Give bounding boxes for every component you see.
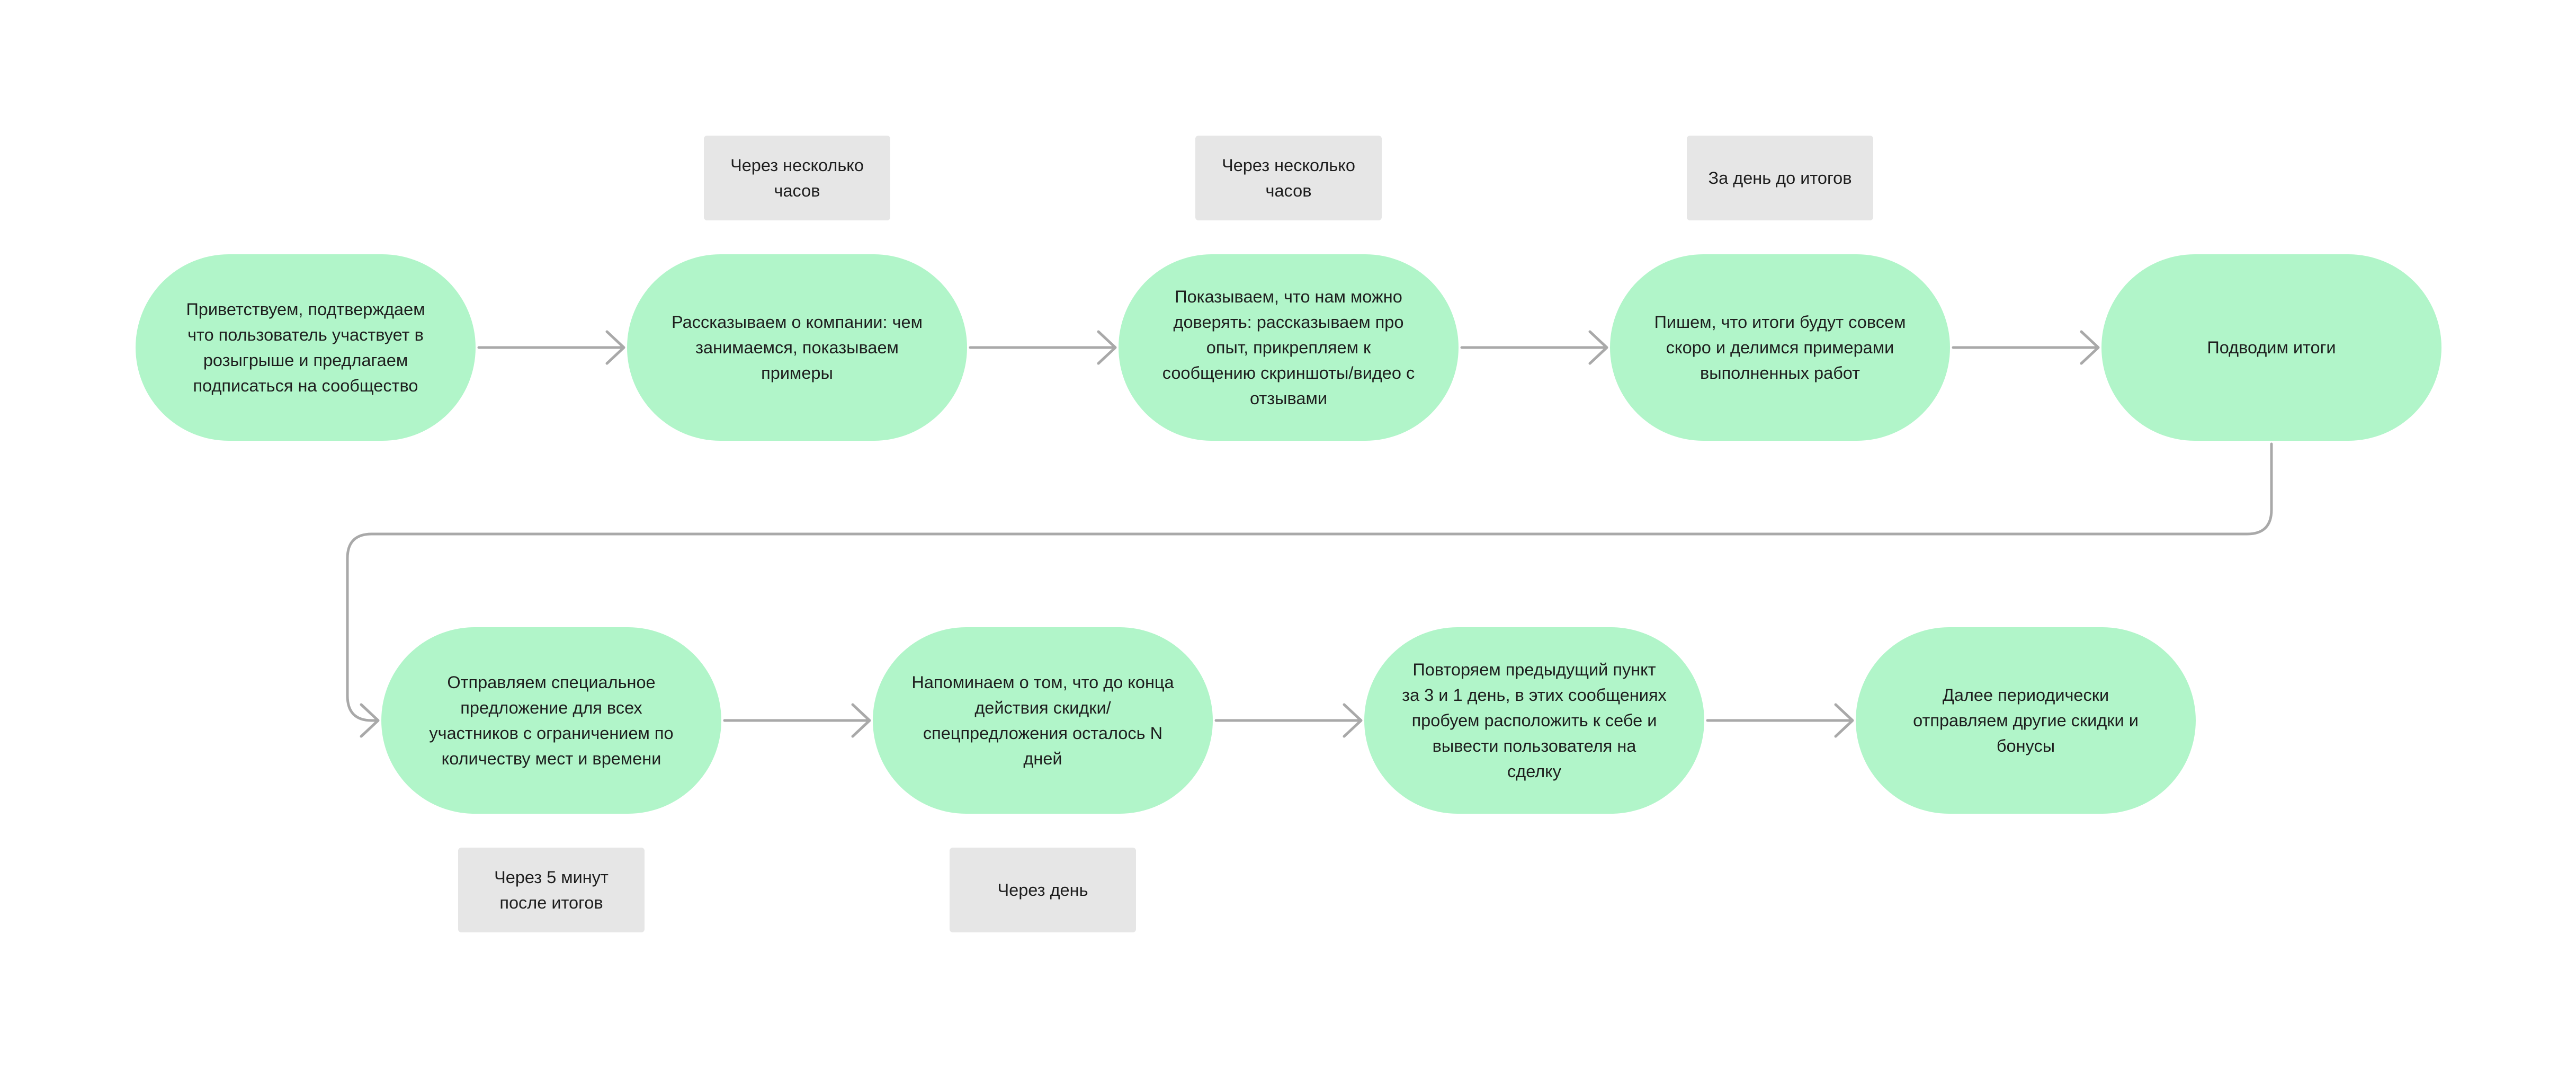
step-text-1: Приветствуем, подтверждаем что пользоват…: [186, 300, 425, 395]
timing-text-3: За день до итогов: [1708, 168, 1852, 188]
timing-text-1: Через несколько часов: [730, 156, 864, 200]
step-node-5-results: Подводим итоги: [2101, 254, 2441, 441]
timing-text-5: Через день: [997, 880, 1088, 900]
step-text-6: Отправляем специальное предложение для в…: [429, 673, 674, 768]
arrow-step4-to-step5: [1952, 330, 2100, 365]
arrow-step2-to-step3: [969, 330, 1117, 365]
step-node-2-about-company: Рассказываем о компании: чем занимаемся,…: [627, 254, 967, 441]
arrow-step8-to-step9: [1706, 703, 1854, 738]
step-node-8-repeat: Повторяем предыдущий пункт за 3 и 1 день…: [1364, 627, 1704, 814]
step-text-5: Подводим итоги: [2207, 338, 2336, 357]
arrow-step6-to-step7: [723, 703, 871, 738]
timing-label-4: Через 5 минут после итогов: [458, 848, 645, 932]
step-text-9: Далее периодически отправляем другие ски…: [1913, 686, 2139, 755]
arrow-step5-to-step6: [346, 442, 2273, 738]
step-node-4-results-soon: Пишем, что итоги будут совсем скоро и де…: [1610, 254, 1950, 441]
timing-label-2: Через несколько часов: [1195, 136, 1382, 220]
arrow-step3-to-step4: [1460, 330, 1608, 365]
step-node-1-greeting: Приветствуем, подтверждаем что пользоват…: [136, 254, 476, 441]
step-text-2: Рассказываем о компании: чем занимаемся,…: [672, 313, 923, 382]
timing-text-4: Через 5 минут после итогов: [494, 868, 609, 912]
step-text-4: Пишем, что итоги будут совсем скоро и де…: [1654, 313, 1906, 382]
arrow-step1-to-step2: [477, 330, 625, 365]
timing-label-5: Через день: [950, 848, 1136, 932]
step-text-3: Показываем, что нам можно доверять: расс…: [1162, 287, 1415, 408]
step-text-8: Повторяем предыдущий пункт за 3 и 1 день…: [1402, 660, 1667, 781]
timing-label-1: Через несколько часов: [704, 136, 890, 220]
step-node-3-trust: Показываем, что нам можно доверять: расс…: [1119, 254, 1459, 441]
timing-label-3: За день до итогов: [1687, 136, 1873, 220]
arrow-step7-to-step8: [1214, 703, 1363, 738]
timing-text-2: Через несколько часов: [1222, 156, 1355, 200]
step-text-7: Напоминаем о том, что до конца действия …: [911, 673, 1174, 768]
step-node-7-reminder: Напоминаем о том, что до конца действия …: [873, 627, 1213, 814]
step-node-6-special-offer: Отправляем специальное предложение для в…: [381, 627, 721, 814]
step-node-9-periodic-offers: Далее периодически отправляем другие ски…: [1856, 627, 2196, 814]
